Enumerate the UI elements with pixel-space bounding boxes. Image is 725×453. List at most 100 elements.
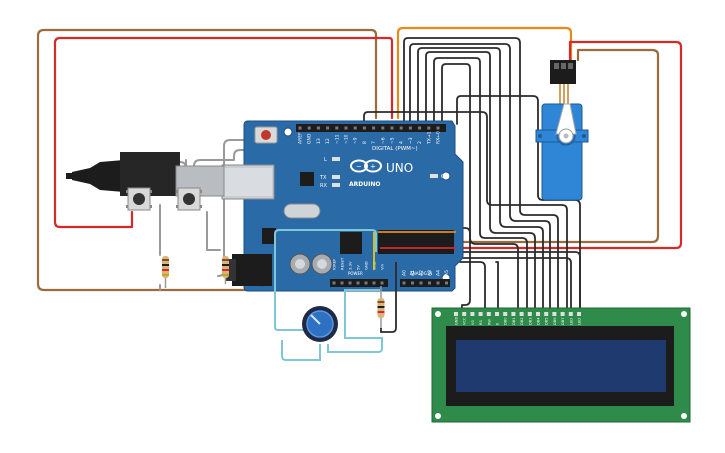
header-pin[interactable] — [316, 126, 320, 130]
lcd-pin[interactable] — [511, 312, 516, 316]
lcd-pin[interactable] — [454, 312, 458, 316]
lcd-pin[interactable] — [544, 312, 549, 316]
header-pin[interactable] — [419, 281, 423, 285]
resistor-2[interactable] — [222, 256, 229, 284]
pin-label: A2 — [419, 270, 425, 276]
pin-label: 8 — [362, 141, 368, 144]
header-pin[interactable] — [332, 281, 336, 285]
lcd-pin-label: LED — [569, 318, 573, 325]
led-tx — [332, 175, 340, 179]
potentiometer[interactable] — [274, 229, 383, 361]
resistor-3[interactable] — [377, 286, 385, 328]
pin-label: A0 — [402, 270, 408, 276]
lcd-screen — [456, 340, 666, 392]
small-ic — [340, 232, 362, 254]
header-pin[interactable] — [418, 126, 422, 130]
lcd-pin[interactable] — [503, 312, 508, 316]
pin-label: ~6 — [380, 137, 386, 144]
header-pin[interactable] — [353, 126, 357, 130]
push-button-2[interactable] — [176, 187, 202, 211]
pin-label: RESET — [340, 257, 345, 270]
lcd-pin[interactable] — [552, 312, 557, 316]
header-pin[interactable] — [411, 281, 414, 285]
lcd-pin-label: GND — [455, 317, 459, 325]
header-pin[interactable] — [298, 126, 302, 130]
wire-black-lcd-rw — [495, 261, 499, 316]
pin-label: GND — [364, 261, 369, 270]
wire-orange-servo — [396, 26, 573, 120]
mount-hole — [283, 127, 293, 137]
digital-header — [296, 124, 446, 132]
pin-label: RX←0 — [436, 131, 442, 144]
lcd-pin[interactable] — [470, 312, 475, 316]
lcd-pin[interactable] — [519, 312, 524, 316]
lcd-pin[interactable] — [495, 312, 499, 316]
lcd-pin[interactable] — [462, 312, 467, 316]
header-pin[interactable] — [340, 281, 344, 285]
wire-red-right — [376, 40, 683, 250]
lcd-pin[interactable] — [536, 312, 540, 316]
header-pin[interactable] — [326, 126, 330, 130]
header-pin[interactable] — [445, 281, 448, 285]
lcd-pin-label: LED — [578, 318, 582, 325]
resistor-1[interactable] — [162, 256, 169, 288]
header-pin[interactable] — [372, 281, 376, 285]
header-pin[interactable] — [381, 126, 385, 130]
header-pin[interactable] — [399, 126, 403, 130]
lcd-pin-label: VCC — [463, 317, 467, 325]
lcd-pin[interactable] — [577, 312, 581, 316]
wire-black-d8 — [433, 57, 528, 316]
header-pin[interactable] — [372, 126, 376, 130]
power-pin-row — [332, 281, 384, 285]
pin-label: 5V — [356, 265, 361, 270]
header-pin[interactable] — [307, 126, 311, 130]
led-l — [332, 157, 340, 161]
lcd-pin-label: DB0 — [504, 317, 508, 325]
analog-header-label: ANALOG IN — [410, 271, 432, 276]
pin-label: A4 — [436, 270, 442, 276]
lcd-pin-label: V0 — [471, 320, 475, 325]
wire-black-d11 — [409, 43, 551, 316]
wire-black-servo-gnd — [456, 95, 581, 316]
lcd-pin[interactable] — [527, 312, 532, 316]
header-pin[interactable] — [427, 126, 431, 130]
push-button-1[interactable] — [126, 187, 152, 211]
lcd-pin-label: DB3 — [528, 317, 532, 325]
servo-motor[interactable] — [535, 60, 589, 201]
lcd-pin[interactable] — [486, 312, 491, 316]
header-pin[interactable] — [390, 126, 394, 130]
lcd-pin-label: DB7 — [561, 317, 565, 325]
pin-label: 4 — [399, 141, 405, 144]
led-rx — [332, 183, 340, 187]
header-pin[interactable] — [362, 126, 366, 130]
pin-label: TX→1 — [426, 131, 432, 145]
pin-label: 3.3V — [348, 261, 353, 270]
pin-label: ~3 — [408, 137, 414, 144]
lcd-pin[interactable] — [478, 312, 483, 316]
header-pin[interactable] — [408, 126, 412, 130]
header-pin[interactable] — [436, 126, 440, 130]
lcd-pin[interactable] — [560, 312, 565, 316]
header-pin[interactable] — [335, 126, 339, 130]
arduino-uno[interactable]: L TX RX ON − + ARDUINO UNO DIGITAL (PWM~… — [221, 120, 464, 292]
header-pin[interactable] — [380, 281, 384, 285]
mount-hole — [441, 171, 451, 181]
header-pin[interactable] — [356, 281, 360, 285]
led-l-label: L — [324, 157, 327, 163]
led-tx-label: TX — [319, 175, 327, 181]
header-pin[interactable] — [364, 281, 368, 285]
lcd-pin-label: DB2 — [520, 317, 524, 325]
wire-gray-btn1 — [217, 139, 263, 277]
header-pin[interactable] — [344, 126, 348, 130]
header-pin[interactable] — [436, 281, 440, 285]
dc-jack — [232, 254, 272, 286]
lcd-pin-label: DB6 — [553, 317, 557, 325]
header-pin[interactable] — [348, 281, 352, 285]
header-pin[interactable] — [402, 281, 406, 285]
lcd-pin[interactable] — [568, 312, 573, 316]
pin-label: 12 — [325, 138, 331, 144]
header-pin[interactable] — [428, 281, 431, 285]
lcd-pin-label: E — [496, 322, 500, 325]
